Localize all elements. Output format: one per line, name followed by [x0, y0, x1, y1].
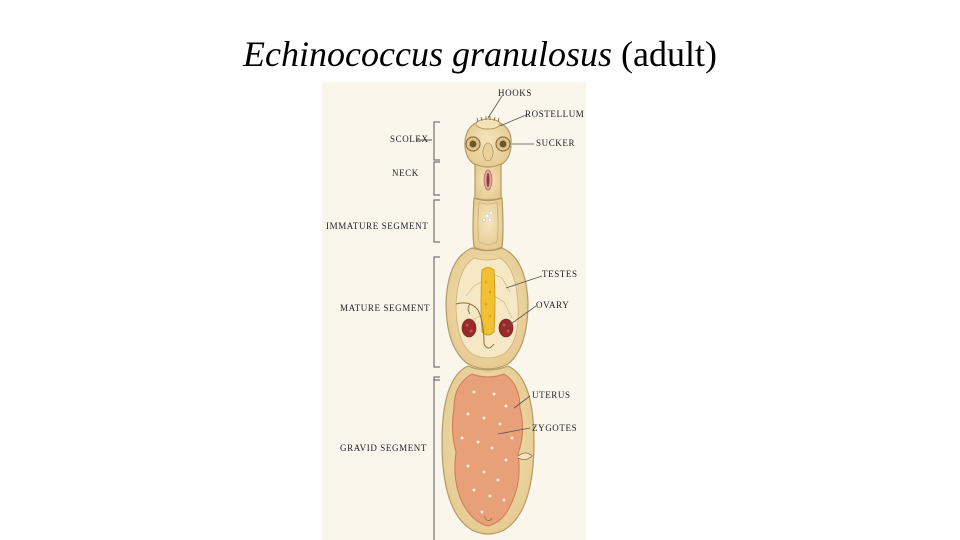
- bracket-neck: [433, 161, 440, 196]
- label-rostellum: ROSTELLUM: [525, 109, 585, 119]
- label-immature-segment: IMMATURE SEGMENT: [326, 221, 429, 231]
- leader-ovary: [507, 305, 537, 327]
- label-testes: TESTES: [542, 269, 578, 279]
- label-brackets: [416, 121, 440, 540]
- ovary: [461, 318, 514, 338]
- label-uterus: UTERUS: [532, 390, 571, 400]
- title-qualifier: (adult): [620, 34, 717, 74]
- label-sucker: SUCKER: [536, 138, 576, 148]
- label-neck: NECK: [392, 168, 419, 178]
- leader-hooks: [487, 95, 503, 119]
- rostellum: [475, 118, 501, 130]
- label-hooks: HOOKS: [498, 88, 533, 98]
- label-zygotes: ZYGOTES: [532, 423, 578, 433]
- gravid-segment: [441, 365, 535, 535]
- leader-zygotes: [497, 427, 531, 435]
- bracket-gravid: [433, 376, 440, 540]
- leader-testes: [505, 275, 543, 289]
- bracket-scolex: [433, 121, 440, 161]
- bracket-immature: [433, 199, 440, 243]
- tapeworm-diagram: HOOKS ROSTELLUM SUCKER SCOLEX NECK IMMAT…: [322, 82, 586, 540]
- neck: [474, 163, 502, 201]
- leader-rostellum: [499, 114, 527, 127]
- uterus: [451, 373, 524, 527]
- leader-uterus: [513, 395, 531, 409]
- scolex: [464, 116, 512, 168]
- label-ovary: OVARY: [536, 300, 570, 310]
- bracket-mature: [433, 256, 440, 368]
- hooks: [476, 116, 500, 123]
- mature-segment: [445, 247, 529, 370]
- zygotes: [459, 389, 515, 515]
- tapeworm-illustration: [322, 82, 586, 540]
- leader-lines: [487, 95, 543, 435]
- label-mature-segment: MATURE SEGMENT: [340, 303, 431, 313]
- slide-title: Echinococcus granulosus (adult): [0, 32, 960, 76]
- label-gravid-segment: GRAVID SEGMENT: [340, 443, 427, 453]
- testes-column: [480, 267, 496, 336]
- label-scolex: SCOLEX: [390, 134, 429, 144]
- immature-segment: [472, 197, 504, 252]
- title-species: Echinococcus granulosus: [243, 34, 612, 74]
